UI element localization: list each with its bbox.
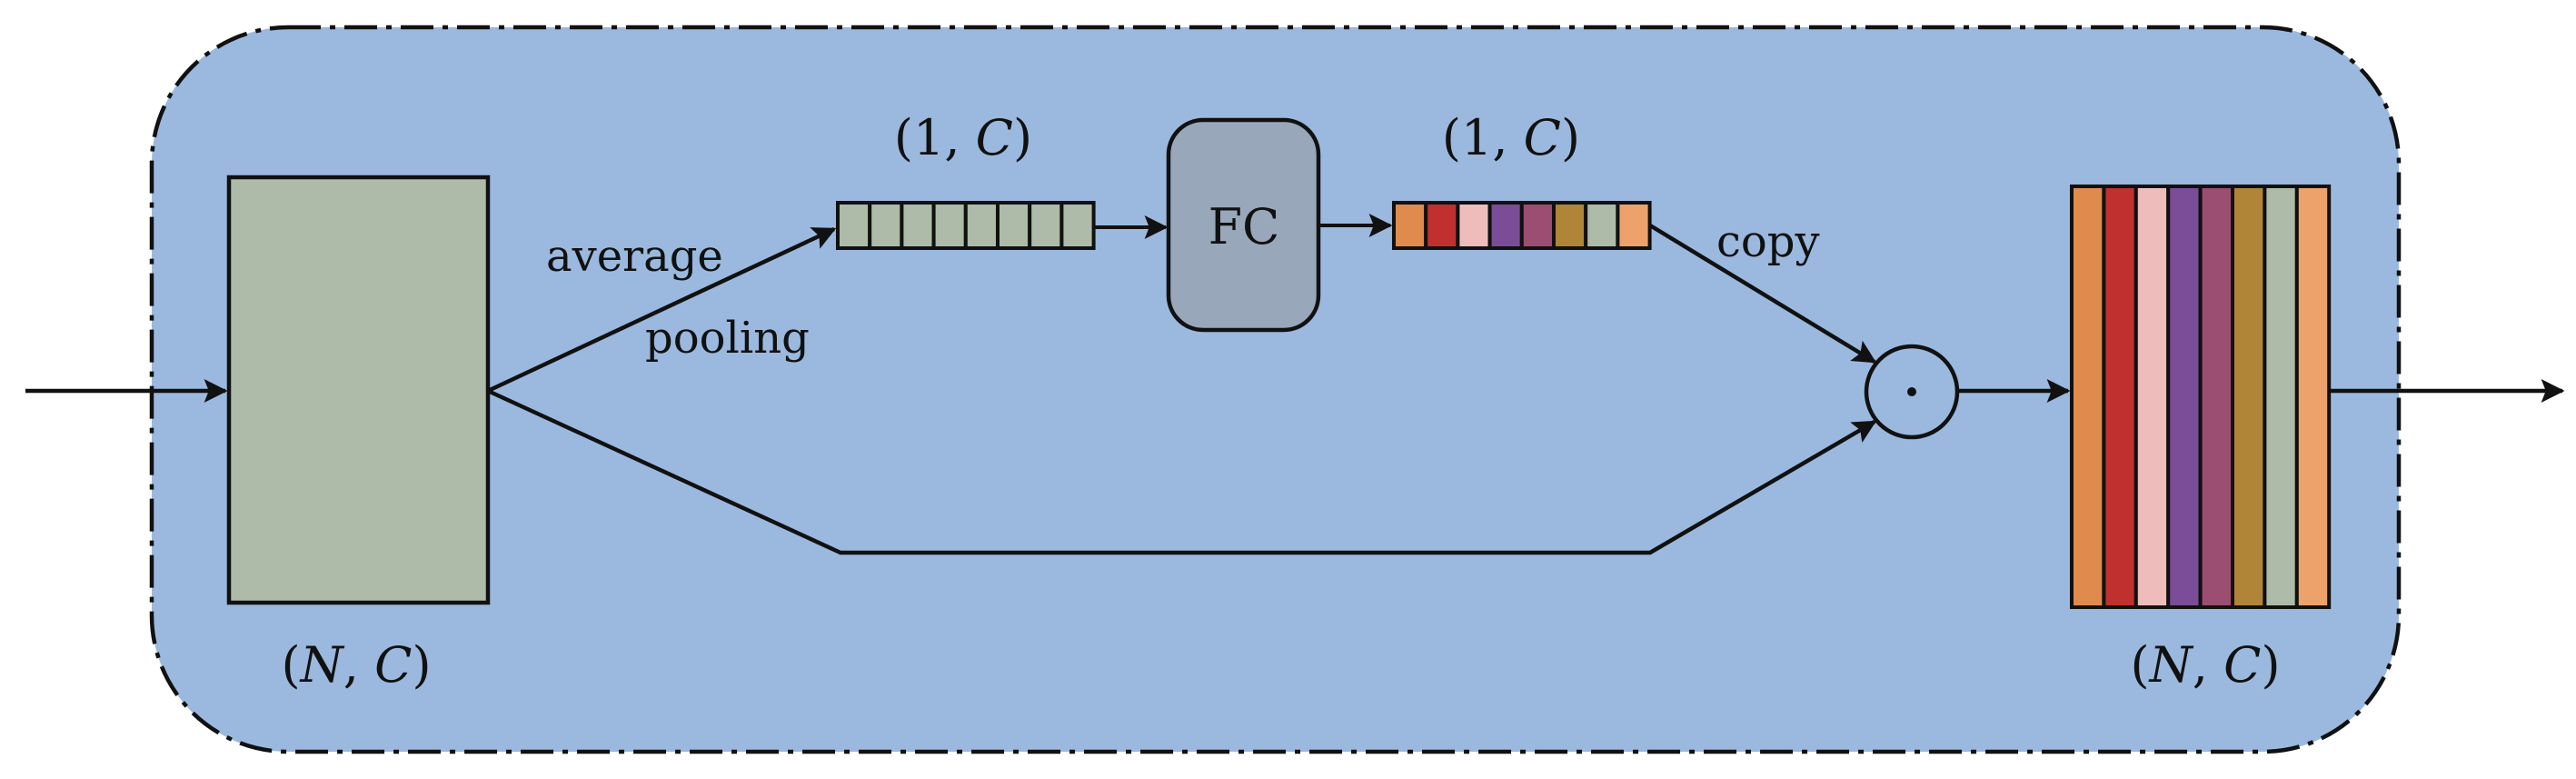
weight-vector-cell-2: [1424, 201, 1460, 250]
pooled-vector: [836, 201, 1096, 250]
skip-connection-arrow: [487, 388, 1877, 555]
input-shape-label: (N, C): [281, 636, 431, 694]
average-pooling-arrow: [487, 226, 837, 394]
output-column-7: [2263, 185, 2299, 609]
fc-label: FC: [1208, 198, 1280, 255]
weights-shape-label: (1, C): [1442, 109, 1580, 166]
output-column-3: [2133, 185, 2171, 609]
copy-label: copy: [1716, 216, 1820, 267]
output-column-1: [2070, 185, 2106, 609]
average-label: average: [546, 231, 723, 282]
pooled-vector-cell-8: [1059, 201, 1096, 250]
pooled-shape-label: (1, C): [894, 109, 1032, 166]
pooled-vector-cell-7: [1028, 201, 1064, 250]
output-feature-block: [2070, 185, 2332, 609]
output-column-2: [2102, 185, 2138, 609]
weight-vector-cell-3: [1456, 201, 1492, 250]
weight-vector-cell-7: [1584, 201, 1620, 250]
pooled-vector-cell-4: [931, 201, 968, 250]
pooled-vector-cell-3: [900, 201, 936, 250]
output-column-5: [2198, 185, 2235, 609]
output-shape-label: (N, C): [2130, 636, 2280, 694]
output-column-8: [2294, 185, 2332, 609]
output-column-6: [2231, 185, 2267, 609]
weight-vector-cell-8: [1616, 201, 1652, 250]
weight-vector: [1392, 201, 1652, 250]
pooled-vector-cell-6: [996, 201, 1032, 250]
weight-vector-cell-6: [1552, 201, 1588, 250]
pooled-vector-cell-2: [868, 201, 904, 250]
weight-vector-cell-4: [1487, 201, 1524, 250]
pooled-vector-cell-5: [963, 201, 1000, 250]
copy-arrow: [1648, 224, 1877, 364]
weight-vector-cell-5: [1519, 201, 1557, 250]
output-column-4: [2166, 185, 2203, 609]
pooling-label: pooling: [645, 313, 810, 364]
pooled-vector-cell-1: [836, 201, 872, 250]
weight-vector-cell-1: [1392, 201, 1428, 250]
multiply-dot-icon: [1907, 387, 1916, 396]
input-feature-block: [226, 175, 491, 605]
